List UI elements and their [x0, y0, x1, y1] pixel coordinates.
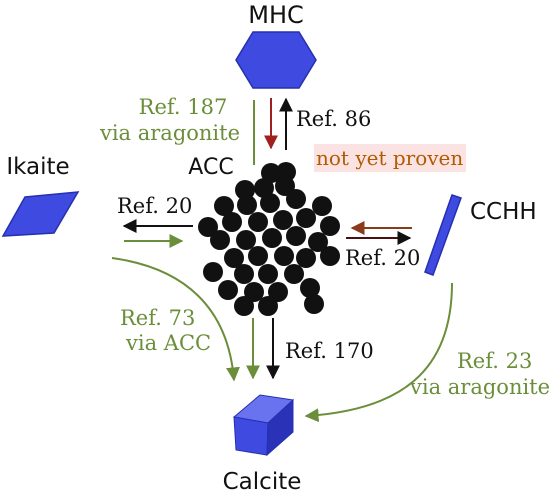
arrow-cchh-to-calcite	[304, 282, 453, 423]
calcite-label: Calcite	[223, 469, 302, 495]
not-yet-proven-highlight	[314, 144, 466, 172]
ref86-label: Ref. 86	[296, 107, 371, 131]
acc-label: ACC	[188, 155, 233, 180]
cchh-crystal	[424, 194, 462, 276]
arrow-ikaite-to-calcite	[111, 257, 240, 382]
ref20-right-label: Ref. 20	[345, 246, 420, 270]
mhc-label: MHC	[248, 1, 304, 29]
ikaite-label: Ikaite	[6, 154, 69, 180]
mhc-hexagon	[235, 31, 317, 89]
ref187-label: Ref. 187	[139, 95, 228, 119]
not-yet-proven-label: not yet proven	[316, 146, 463, 170]
via-aragonite-label-1: via aragonite	[99, 121, 240, 145]
acc-particle-cluster	[198, 162, 340, 316]
via-aragonite-label-2: via aragonite	[409, 375, 550, 399]
calcite-crystal	[232, 394, 295, 457]
ref73-label: Ref. 73	[120, 306, 195, 330]
via-acc-label: via ACC	[125, 331, 211, 355]
ref170-label: Ref. 170	[285, 339, 374, 363]
cchh-label: CCHH	[470, 199, 537, 225]
ref20-left-label: Ref. 20	[117, 194, 192, 218]
ref23-label: Ref. 23	[457, 349, 532, 373]
ikaite-crystal	[1, 191, 80, 237]
